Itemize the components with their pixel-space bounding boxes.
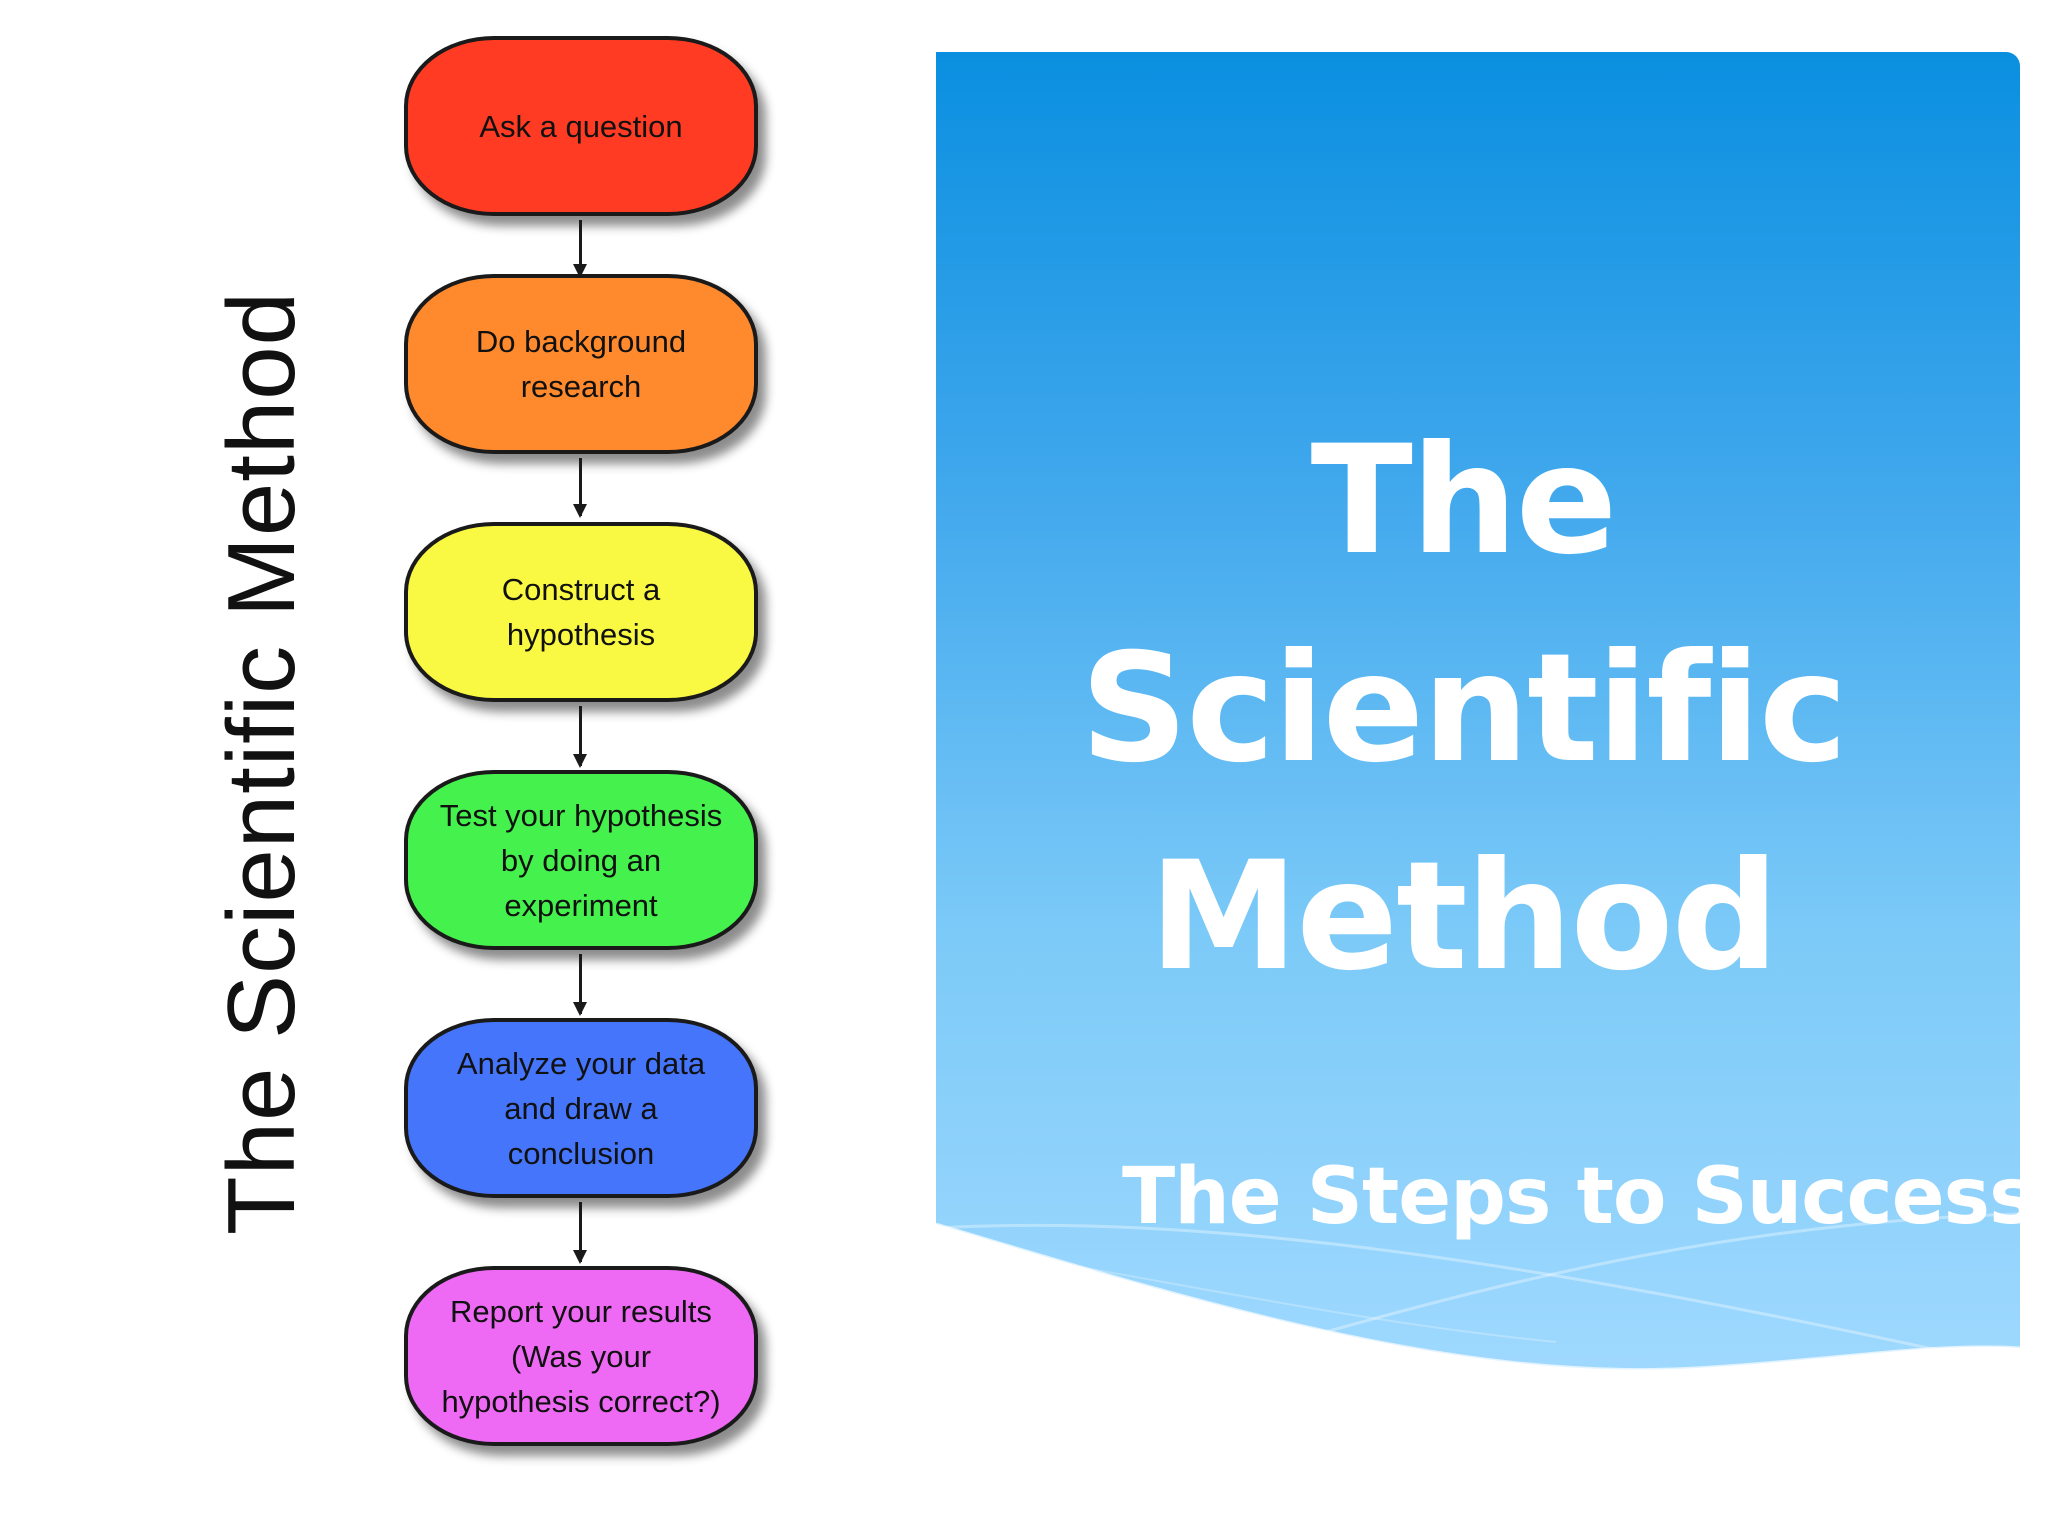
flow-step-label: Ask a question: [479, 108, 683, 144]
wave-decoration: [936, 1212, 2020, 1412]
flow-arrow: [573, 220, 587, 278]
title-panel: The Scientific Method The Steps to Succe…: [936, 52, 2020, 1412]
vertical-title: The Scientific Method: [208, 290, 315, 1236]
panel-subtitle: The Steps to Success: [1122, 1152, 2020, 1242]
flow-step-test-hypothesis: Test your hypothesis by doing an experim…: [404, 770, 758, 950]
flow-arrow: [573, 706, 587, 768]
panel-title-line: The: [1310, 414, 1618, 588]
panel-title-line: Scientific: [1080, 622, 1848, 796]
flow-step-ask-question: Ask a question: [404, 36, 758, 216]
panel-title-line: Method: [1149, 830, 1779, 1004]
flow-step-label: Analyze your data and draw a conclusion: [456, 1045, 706, 1171]
flow-arrow: [573, 1202, 587, 1264]
flow-step-report-results: Report your results (Was your hypothesis…: [404, 1266, 758, 1446]
panel-title: The Scientific Method: [936, 397, 1990, 1021]
flow-step-label: Test your hypothesis by doing an experim…: [439, 797, 723, 923]
flow-step-label: Report your results (Was your hypothesis…: [441, 1293, 721, 1419]
flowchart: Ask a question Do background research Co…: [400, 36, 772, 1456]
flow-arrow: [573, 954, 587, 1016]
flow-step-analyze-data: Analyze your data and draw a conclusion: [404, 1018, 758, 1198]
flow-step-construct-hypothesis: Construct a hypothesis: [404, 522, 758, 702]
flow-step-label: Do background research: [475, 324, 687, 404]
flow-step-background-research: Do background research: [404, 274, 758, 454]
flow-step-label: Construct a hypothesis: [501, 572, 661, 652]
flow-arrow: [573, 458, 587, 518]
